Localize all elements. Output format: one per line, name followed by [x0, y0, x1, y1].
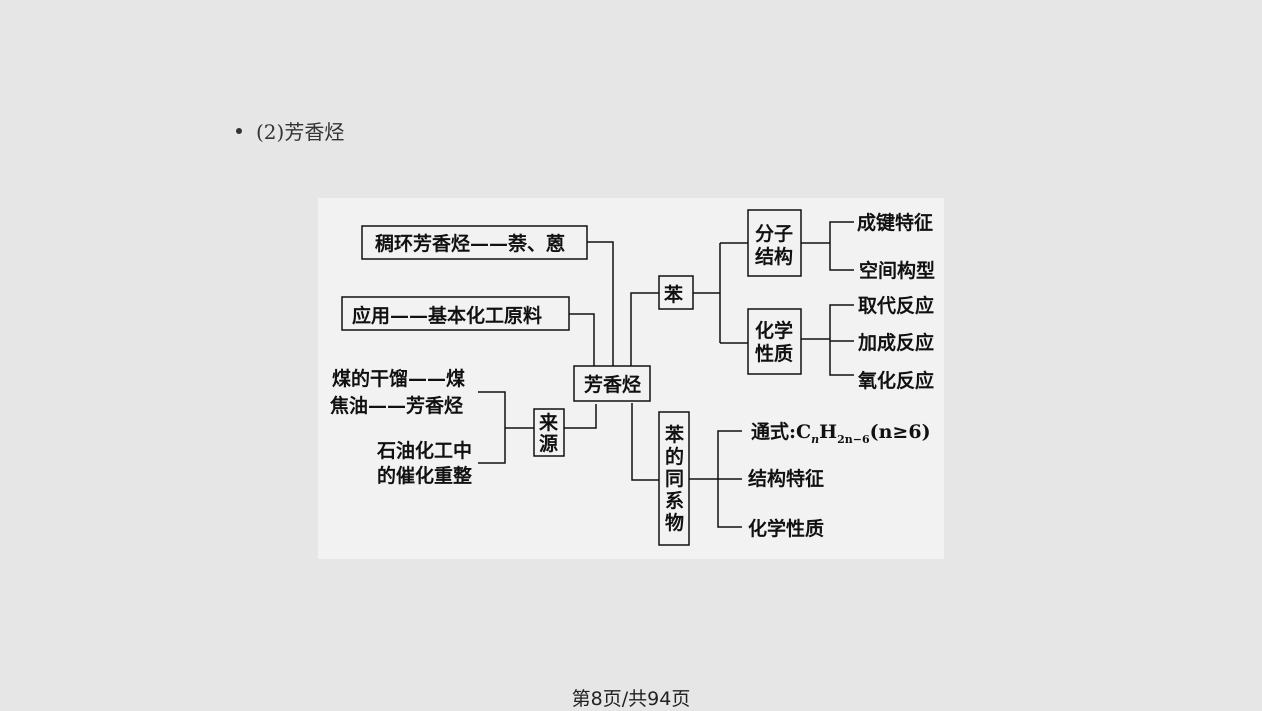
general-formula: 通式:CnH2n−6(n≥6) — [751, 420, 931, 446]
bond-feature-label: 成键特征 — [857, 211, 933, 234]
homolog-label-4: 系 — [665, 490, 684, 512]
formula-n: n — [811, 433, 819, 446]
heading-text: (2)芳香烃 — [256, 120, 345, 144]
petro-line-2: 的催化重整 — [377, 464, 472, 487]
struct-feature-label: 结构特征 — [748, 467, 824, 490]
petro-line-1: 石油化工中 — [376, 439, 472, 462]
source-label-2: 源 — [539, 432, 558, 455]
concept-map: 稠环芳香烃——萘、蒽 应用——基本化工原料 芳香烃 来 源 煤的干馏——煤 焦油… — [329, 209, 935, 546]
structure-label-1: 分子 — [755, 223, 793, 245]
formula-suffix: (n≥6) — [870, 421, 931, 443]
formula-h: H — [819, 421, 837, 443]
spatial-config-label: 空间构型 — [859, 259, 935, 282]
application-label: 应用——基本化工原料 — [352, 304, 542, 327]
formula-subscript: 2n−6 — [837, 433, 870, 446]
homolog-label-5: 物 — [665, 511, 684, 534]
center-label: 芳香烃 — [584, 373, 641, 396]
addition-label: 加成反应 — [857, 331, 934, 354]
concept-map-panel: 稠环芳香烃——萘、蒽 应用——基本化工原料 芳香烃 来 源 煤的干馏——煤 焦油… — [318, 198, 944, 559]
structure-box — [747, 209, 802, 277]
homolog-label-2: 的 — [665, 445, 684, 468]
formula-prefix: 通式:C — [751, 420, 811, 443]
substitution-label: 取代反应 — [858, 294, 934, 317]
structure-label-2: 结构 — [755, 245, 793, 268]
benzene-label: 苯 — [663, 283, 683, 306]
benzene-box — [658, 275, 694, 310]
homolog-label-1: 苯 — [664, 423, 684, 446]
chemical-box — [747, 308, 802, 375]
chem-label-1: 化学 — [755, 319, 793, 342]
fused-aromatics-box — [361, 225, 588, 260]
connector-lines — [478, 221, 854, 528]
application-box — [341, 296, 570, 331]
chem-property-label: 化学性质 — [748, 517, 824, 540]
heading: (2)芳香烃 — [236, 116, 344, 145]
homolog-box — [658, 411, 690, 546]
bullet-icon — [236, 127, 242, 134]
homolog-label-3: 同 — [665, 468, 684, 490]
oxidation-label: 氧化反应 — [858, 369, 934, 392]
source-box — [533, 408, 565, 457]
fused-aromatics-label: 稠环芳香烃——萘、蒽 — [375, 232, 565, 255]
page-counter-text: 第8页/共94页 — [571, 688, 691, 710]
coal-line-2: 焦油——芳香烃 — [329, 394, 463, 417]
center-box — [573, 365, 651, 402]
chem-label-2: 性质 — [755, 342, 793, 365]
source-label-1: 来 — [539, 412, 558, 434]
page-counter: 第8页/共94页 — [0, 684, 1262, 711]
coal-line-1: 煤的干馏——煤 — [332, 367, 465, 390]
